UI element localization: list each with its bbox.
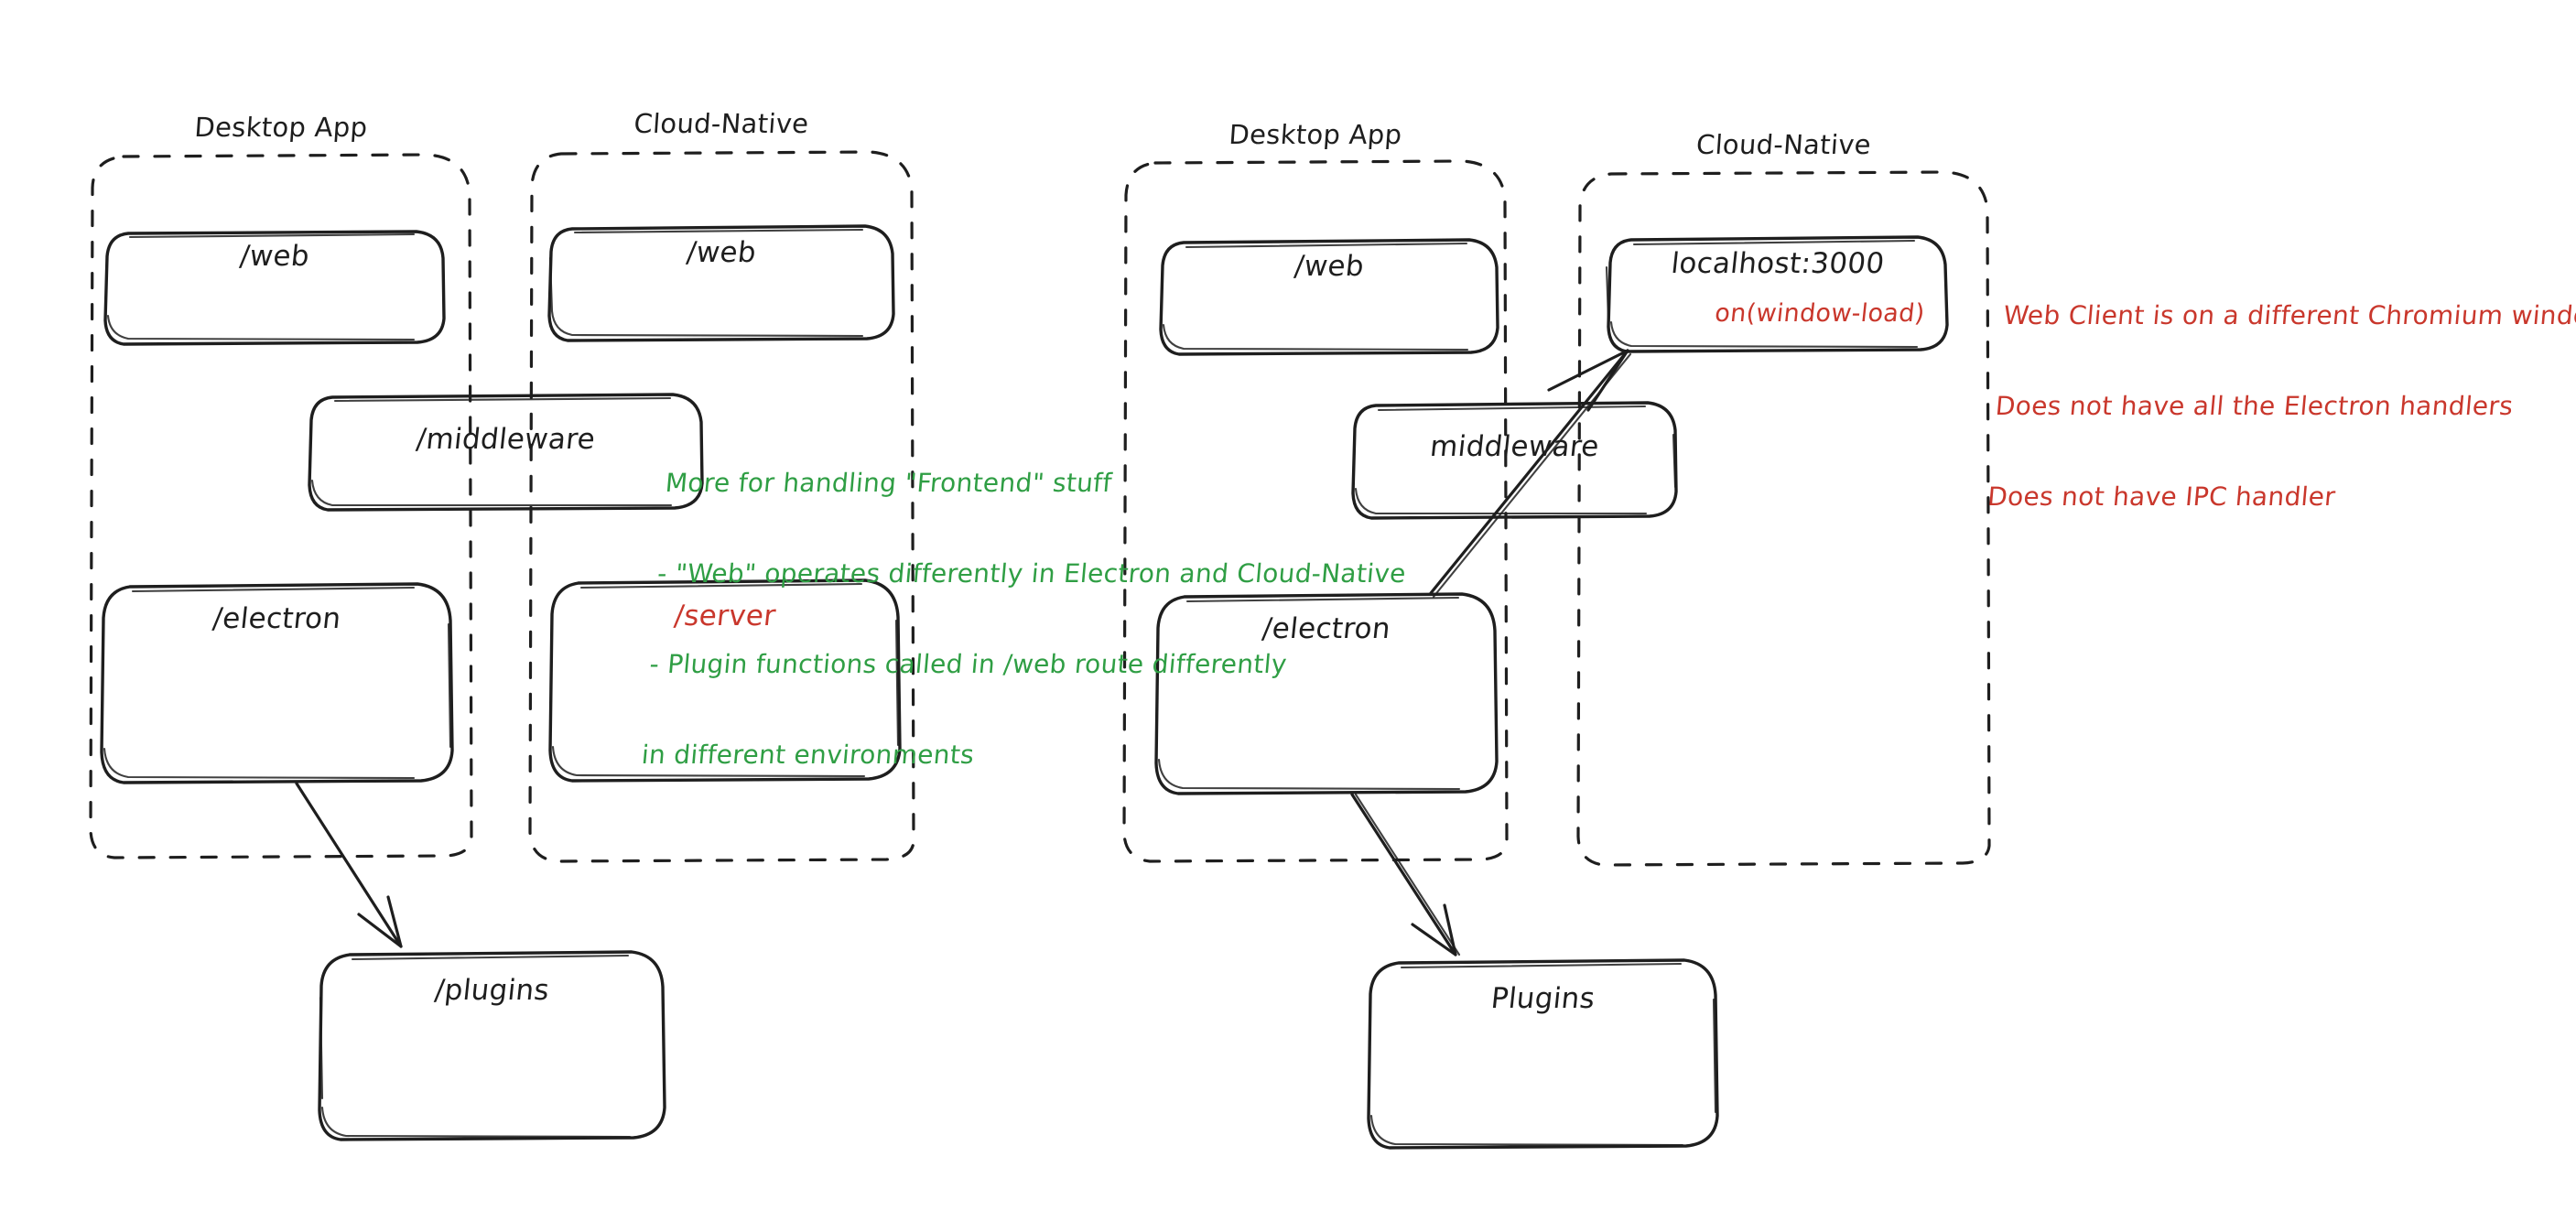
group-title-right-cloud-native: Cloud-Native [1694, 129, 1873, 160]
box-label-right-localhost: localhost:3000 [1669, 247, 1887, 280]
group-title-right-desktop-app: Desktop App [1228, 119, 1403, 150]
box-label-right-plugins: Plugins [1489, 982, 1596, 1015]
group-title-left-desktop-app: Desktop App [193, 112, 369, 143]
box-label-left-electron: /electron [211, 602, 343, 635]
group-title-left-cloud-native: Cloud-Native [633, 108, 810, 139]
annotation-red-line-3: Does not have IPC handler [1986, 481, 2337, 512]
box-label-right-desktop-web: /web [1293, 250, 1366, 283]
box-label-left-plugins: /plugins [433, 974, 551, 1007]
annotation-red-note: Web Client is on a different Chromium wi… [1981, 240, 2576, 572]
annotation-green-line-3: - Plugin functions called in /web route … [648, 649, 1289, 679]
annotation-green-line-1: More for handling "Frontend" stuff [664, 468, 1114, 498]
box-label-left-desktop-web: /web [238, 240, 311, 273]
arrow-right-electron-to-localhost [1429, 349, 1632, 599]
annotation-green-line-4: in different environments [640, 740, 976, 770]
arrow-left-electron-to-plugins [295, 782, 403, 948]
annotation-green-note: More for handling "Frontend" stuff - "We… [635, 407, 1421, 830]
box-label-left-cloud-web: /web [685, 236, 758, 269]
annotation-green-line-2: - "Web" operates differently in Electron… [655, 558, 1408, 589]
annotation-red-line-2: Does not have all the Electron handlers [1994, 391, 2515, 421]
box-label-left-middleware: /middleware [415, 423, 597, 456]
box-sublabel-right-localhost-on-window-load: on(window-load) [1713, 299, 1927, 328]
annotation-red-line-1: Web Client is on a different Chromium wi… [2002, 300, 2576, 330]
